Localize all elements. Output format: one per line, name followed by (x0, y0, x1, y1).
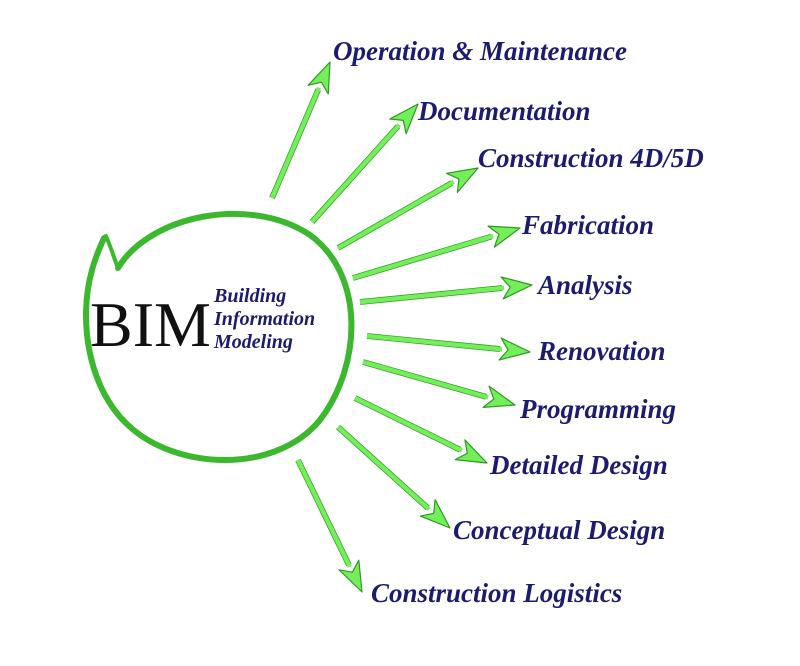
labels-group: Operation & Maintenance Documentation Co… (333, 36, 704, 608)
center-ring (83, 210, 355, 463)
arrow-renovation (366, 333, 531, 361)
label-fabrication: Fabrication (521, 210, 654, 240)
label-construction-4d5d: Construction 4D/5D (478, 143, 704, 173)
label-conceptual-design: Conceptual Design (453, 515, 665, 545)
arrow-construction-4d5d (336, 167, 479, 251)
label-documentation: Documentation (417, 96, 591, 126)
label-operation-maintenance: Operation & Maintenance (333, 36, 627, 66)
arrow-programming (362, 359, 516, 408)
label-detailed-design: Detailed Design (489, 450, 668, 480)
arrow-construction-logistics (295, 458, 363, 593)
arrow-fabrication (352, 225, 521, 281)
label-construction-logistics: Construction Logistics (371, 578, 622, 608)
label-analysis: Analysis (536, 270, 633, 300)
bim-expansion-line-2: Information (213, 308, 315, 330)
bim-expansion-line-3: Modeling (213, 331, 293, 353)
arrow-documentation (309, 103, 419, 224)
arrow-operation-maintenance (269, 61, 331, 200)
bim-expansion-line-1: Building (213, 285, 286, 307)
bim-acronym: BIM (90, 289, 211, 360)
label-renovation: Renovation (537, 336, 666, 366)
arrow-detailed-design (353, 395, 488, 464)
arrow-analysis (359, 276, 533, 305)
arrow-conceptual-design (336, 424, 451, 529)
label-programming: Programming (519, 394, 676, 424)
arrows-group (269, 61, 533, 593)
